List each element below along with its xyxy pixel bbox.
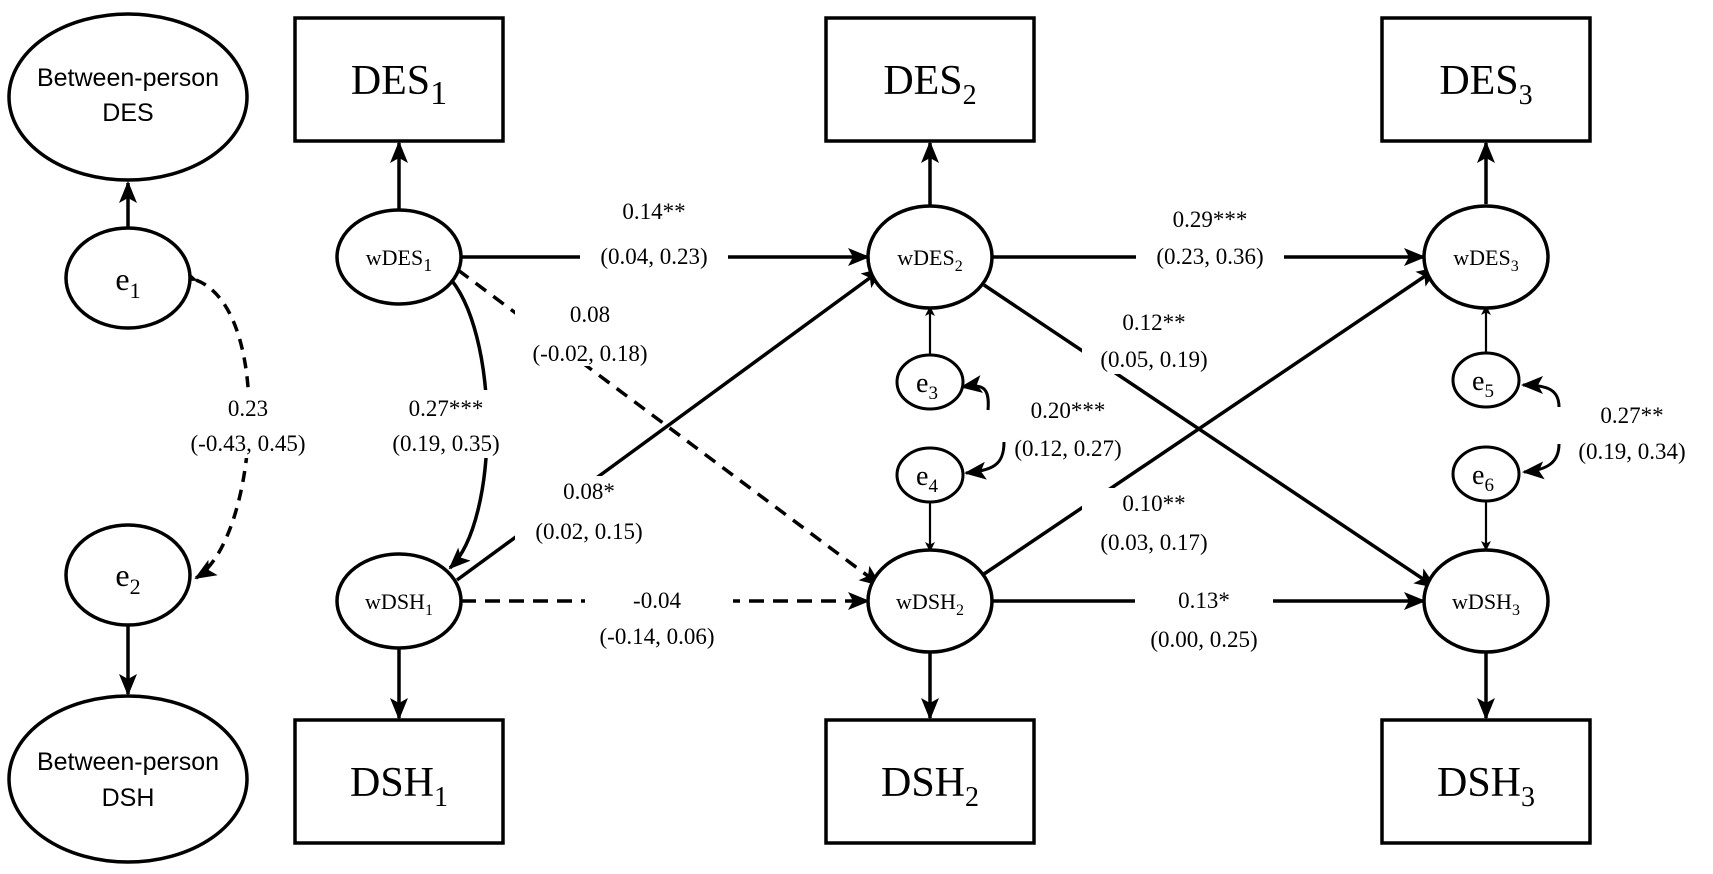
label-bg-wdes2-wdes3 <box>1136 240 1284 270</box>
coef-e1-e2: 0.23 <box>228 396 268 421</box>
ci-wdes1-wdsh2: (-0.02, 0.18) <box>533 341 648 366</box>
wdsh1-node <box>335 552 463 650</box>
ci-wdes2-wdes3: (0.23, 0.36) <box>1156 244 1263 269</box>
coef-e5-e6: 0.27** <box>1600 403 1663 428</box>
ci-e1-e2: (-0.43, 0.45) <box>191 431 306 456</box>
ci-wdes1-wdes2: (0.04, 0.23) <box>600 244 707 269</box>
dsh2-label: DSH2 <box>881 760 979 813</box>
coef-wdes1-wdsh2: 0.08 <box>570 302 610 327</box>
between-dsh-label-line2: DSH <box>102 784 155 812</box>
label-bg-e1-e2 <box>180 390 320 458</box>
coef-wdsh1-wdsh2: -0.04 <box>633 588 681 613</box>
between-person-dsh-node <box>7 694 249 864</box>
wdes1-label: wDES1 <box>366 245 432 275</box>
des2-box <box>824 16 1036 143</box>
wdsh3-node <box>1422 548 1550 654</box>
between-dsh-label-line1: Between-person <box>37 748 219 776</box>
coef-e3-e4: 0.20*** <box>1031 398 1106 423</box>
between-des-label-line1: Between-person <box>37 64 219 92</box>
e6-node <box>1451 445 1521 503</box>
label-bg-wdsh2-wdes3 <box>1082 488 1230 556</box>
between-des-label-line2: DES <box>102 99 153 127</box>
e2-node <box>64 523 192 627</box>
coef-wdes1-wdes2: 0.14** <box>622 199 685 224</box>
e5-node <box>1451 351 1521 409</box>
cov-hook-e6 <box>1522 443 1561 480</box>
between-person-des-node <box>7 12 249 182</box>
coef-wdes1-wdsh1: 0.27*** <box>409 396 484 421</box>
e1-node <box>64 226 192 330</box>
des3-label: DES3 <box>1439 58 1532 111</box>
label-bg-wdes1-wdsh2 <box>515 300 665 366</box>
wdsh1-label: wDSH1 <box>365 589 433 619</box>
dsh2-box <box>824 718 1036 845</box>
ci-wdes1-wdsh1: (0.19, 0.35) <box>392 431 499 456</box>
wdes3-label: wDES3 <box>1453 245 1518 275</box>
dsh3-box <box>1380 718 1592 845</box>
label-bg-wdes2-wdsh3 <box>1082 310 1230 374</box>
des1-label: DES1 <box>351 58 447 112</box>
coef-wdsh1-wdes2: 0.08* <box>563 479 615 504</box>
ci-wdsh1-wdsh2: (-0.14, 0.06) <box>600 624 715 649</box>
wdes3-node <box>1422 204 1550 310</box>
label-bg-wdes1-wdes2 <box>580 240 728 270</box>
cov-hook-e5 <box>1521 376 1561 408</box>
des1-box <box>293 16 505 143</box>
e5-label: e5 <box>1472 366 1494 402</box>
wdes2-label: wDES2 <box>897 245 962 275</box>
ci-e5-e6: (0.19, 0.34) <box>1578 439 1685 464</box>
ci-wdsh2-wdsh3: (0.00, 0.25) <box>1150 627 1257 652</box>
ci-wdsh1-wdes2: (0.02, 0.15) <box>535 519 642 544</box>
label-bg-wdsh1-wdes2 <box>515 476 663 544</box>
label-bg-wdes1-wdsh1 <box>376 390 516 458</box>
dsh1-label: DSH1 <box>350 760 448 813</box>
label-bg-wdsh1-wdsh2 <box>585 584 733 618</box>
coef-wdsh2-wdes3: 0.10** <box>1122 491 1185 516</box>
ci-wdsh2-wdes3: (0.03, 0.17) <box>1100 530 1207 555</box>
e3-node <box>895 353 965 411</box>
wdsh2-node <box>866 548 994 654</box>
e4-label: e4 <box>916 461 938 497</box>
coef-wdes2-wdes3: 0.29*** <box>1173 207 1248 232</box>
wdes2-node <box>866 204 994 310</box>
e2-label: e2 <box>115 557 140 599</box>
e4-node <box>895 446 965 504</box>
cov-e1-e2 <box>174 264 251 580</box>
path-wdsh2-wdes3 <box>983 266 1439 576</box>
wdsh2-label: wDSH2 <box>896 589 964 619</box>
e1-label: e1 <box>115 261 140 303</box>
wdes1-node <box>335 208 463 306</box>
coef-wdsh2-wdsh3: 0.13* <box>1178 588 1230 613</box>
cov-hook-e4 <box>964 441 1006 480</box>
ci-wdes2-wdsh3: (0.05, 0.19) <box>1100 347 1207 372</box>
label-bg-wdsh2-wdsh3 <box>1135 584 1273 618</box>
e3-label: e3 <box>916 368 938 404</box>
path-wdes2-wdsh3 <box>983 283 1437 589</box>
e6-label: e6 <box>1472 460 1494 496</box>
des2-label: DES2 <box>883 58 976 111</box>
des3-box <box>1380 16 1592 143</box>
ci-e3-e4: (0.12, 0.27) <box>1014 436 1121 461</box>
cov-hook-e3 <box>960 375 990 411</box>
coef-wdes2-wdsh3: 0.12** <box>1122 310 1185 335</box>
dsh3-label: DSH3 <box>1437 760 1535 813</box>
wdsh3-label: wDSH3 <box>1452 589 1520 619</box>
dsh1-box <box>293 718 505 845</box>
